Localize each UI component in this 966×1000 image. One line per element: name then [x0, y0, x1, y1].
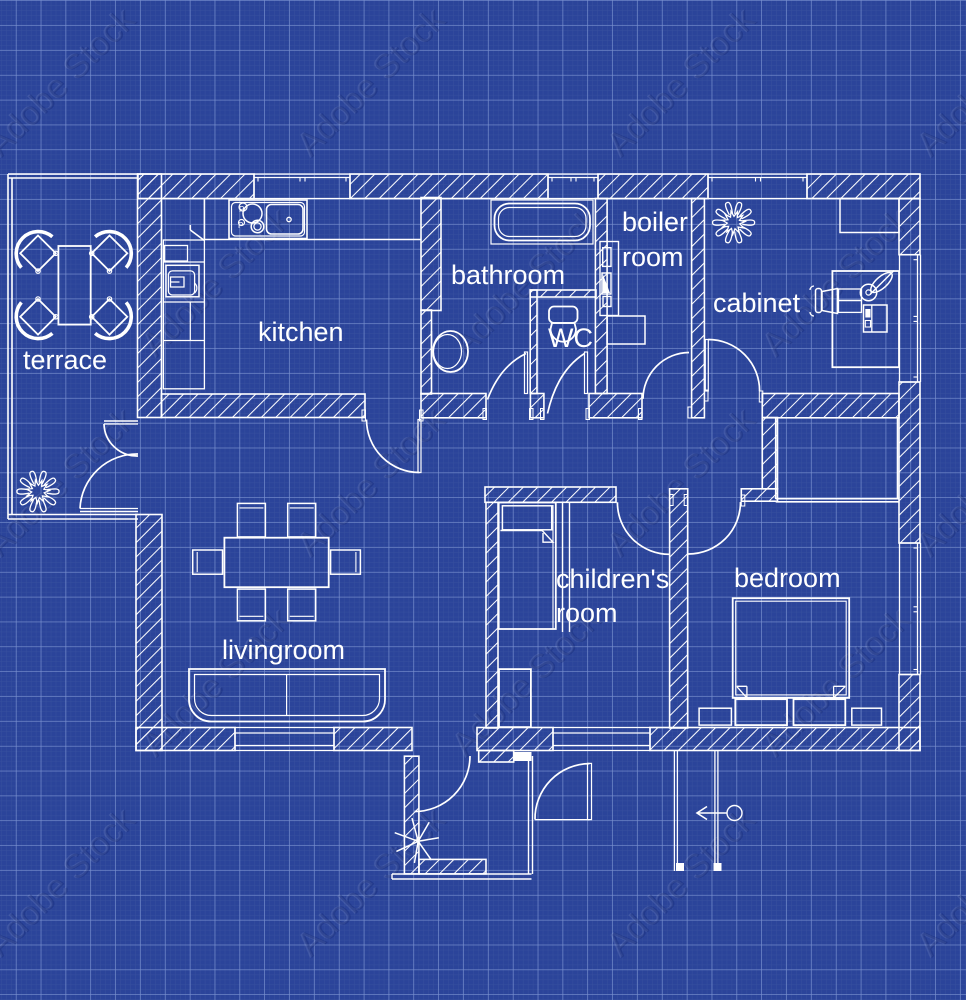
svg-text:bathroom: bathroom [451, 260, 565, 290]
svg-text:children's: children's [556, 564, 669, 594]
svg-text:P: P [238, 221, 243, 230]
svg-text:room: room [556, 598, 618, 628]
svg-text:cabinet: cabinet [713, 288, 801, 318]
svg-text:boiler: boiler [622, 207, 688, 237]
svg-text:WC: WC [548, 323, 593, 353]
svg-text:kitchen: kitchen [258, 317, 344, 347]
svg-text:livingroom: livingroom [222, 635, 345, 665]
svg-text:bedroom: bedroom [734, 563, 841, 593]
svg-text:terrace: terrace [23, 345, 107, 375]
svg-text:P: P [239, 205, 244, 214]
svg-text:room: room [622, 242, 684, 272]
